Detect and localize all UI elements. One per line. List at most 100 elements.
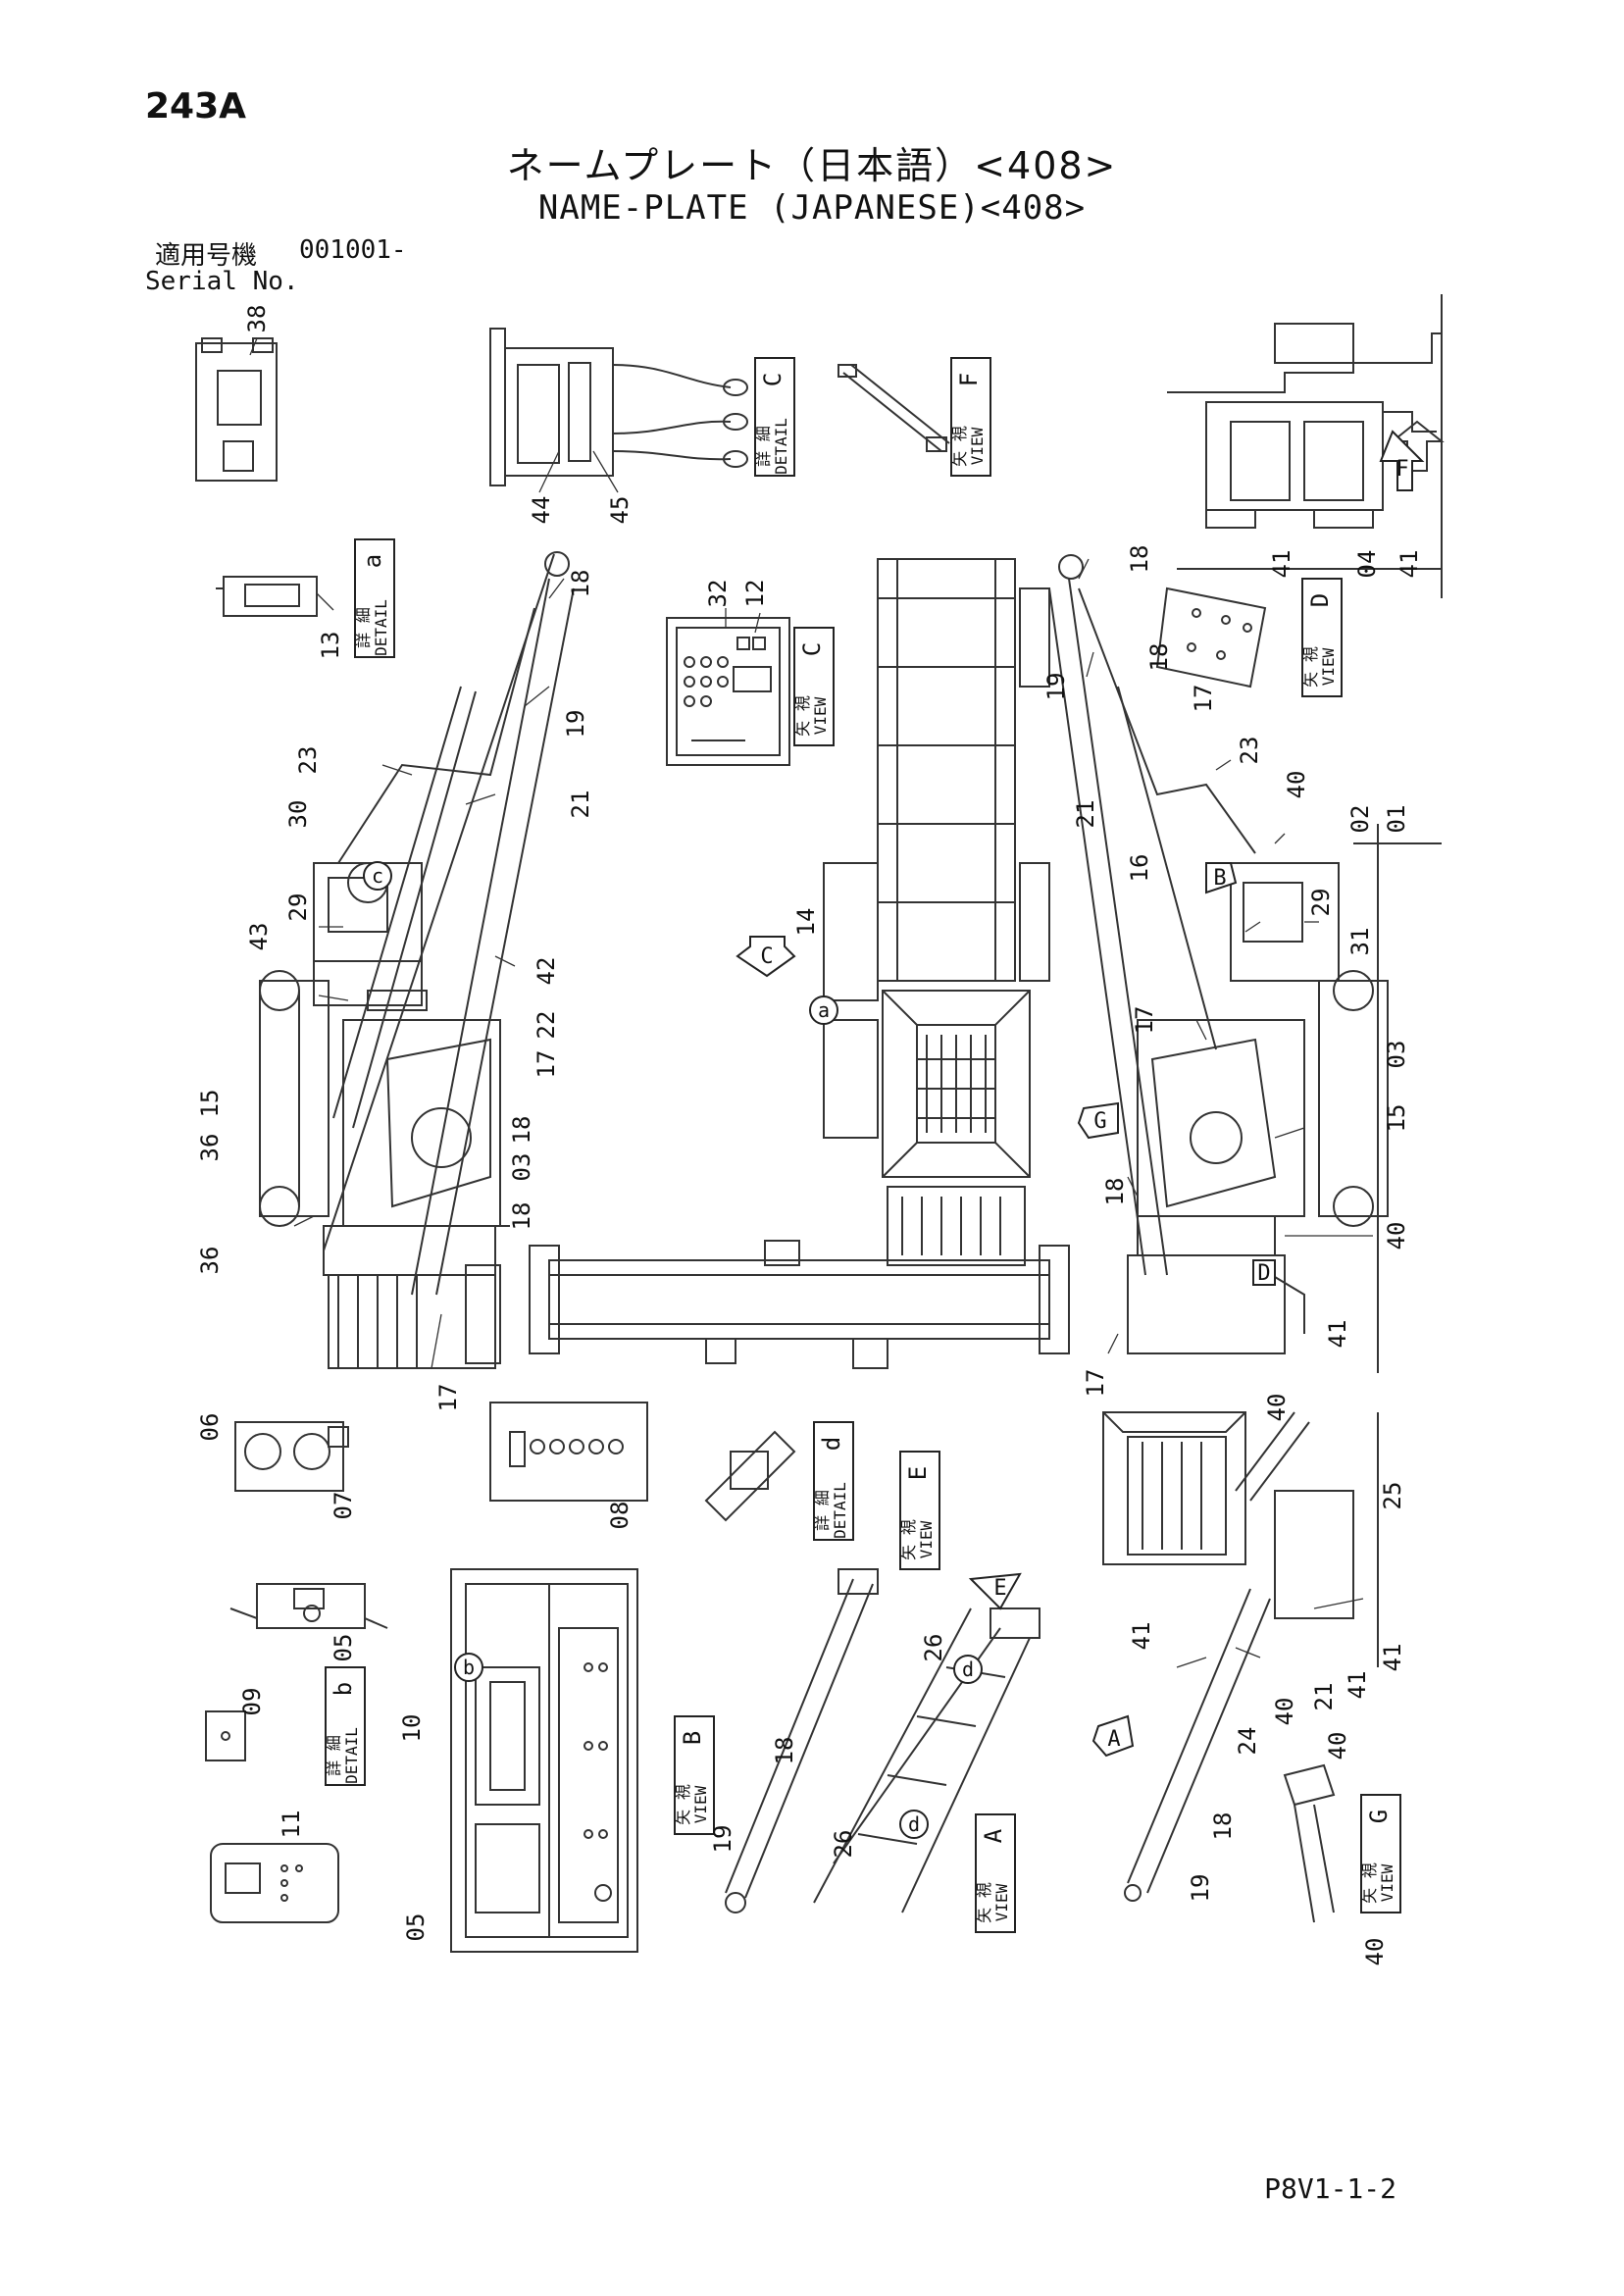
callout-40-c: 40 <box>1263 1394 1291 1422</box>
callout-23-b: 23 <box>1236 737 1263 765</box>
view-box-f <box>950 357 991 477</box>
callout-40-e: 40 <box>1324 1732 1351 1760</box>
callout-18-a: 18 <box>567 570 594 598</box>
svg-text:VIEW: VIEW <box>1319 647 1338 686</box>
view-arrow-f-label: F <box>1396 457 1408 482</box>
view-box-b <box>674 1715 715 1835</box>
serial-value: 001001- <box>299 235 407 265</box>
callout-25: 25 <box>1379 1482 1406 1510</box>
svg-text:VIEW: VIEW <box>1378 1863 1396 1902</box>
view-b-conveyor <box>725 1568 879 1913</box>
callout-15-b: 15 <box>1383 1104 1410 1133</box>
callout-21-a: 21 <box>567 791 594 819</box>
svg-text:d: d <box>818 1437 845 1451</box>
view-d-parts <box>1155 587 1267 689</box>
callout-18-h: 18 <box>1209 1812 1237 1841</box>
callout-01: 01 <box>1383 805 1410 834</box>
callout-18-d: 18 <box>1126 545 1153 574</box>
callout-26-b: 26 <box>830 1830 857 1859</box>
svg-text:E: E <box>904 1466 932 1480</box>
callout-23-a: 23 <box>294 746 322 775</box>
callout-24: 24 <box>1234 1727 1261 1756</box>
callout-41-f: 41 <box>1128 1622 1155 1651</box>
svg-text:C: C <box>759 373 787 386</box>
callout-17-b: 17 <box>434 1384 462 1412</box>
view-arrow-g-label: G <box>1093 1109 1106 1134</box>
svg-text:DETAIL: DETAIL <box>772 418 790 475</box>
detail-circle-c <box>363 861 392 891</box>
view-arrow-e-label: E <box>993 1576 1006 1601</box>
callout-03-b: 03 <box>1383 1041 1410 1069</box>
view-box-e <box>899 1451 940 1570</box>
leader-lines <box>249 337 1373 1668</box>
detail-box-d-text: 詳 細 DETAIL d <box>813 1437 849 1539</box>
view-arrow-g <box>1077 1101 1119 1140</box>
callout-40-d: 40 <box>1271 1698 1298 1726</box>
callout-10: 10 <box>398 1714 426 1743</box>
svg-text:VIEW: VIEW <box>811 696 830 735</box>
svg-text:DETAIL: DETAIL <box>342 1727 361 1784</box>
view-arrow-d <box>1252 1259 1276 1286</box>
callout-22: 22 <box>533 1011 560 1040</box>
left-machine <box>259 551 575 1369</box>
callout-32: 32 <box>704 580 732 608</box>
callout-14: 14 <box>792 908 820 937</box>
callout-40-f: 40 <box>1361 1938 1389 1966</box>
view-arrow-f <box>1379 430 1425 491</box>
view-box-g <box>1360 1794 1401 1913</box>
detail-box-a <box>354 538 395 658</box>
callout-07: 07 <box>330 1492 357 1520</box>
view-box-c <box>793 627 835 746</box>
callout-29-a: 29 <box>284 893 312 922</box>
callout-05-a: 05 <box>330 1634 357 1662</box>
serial-label-japanese: 適用号機 <box>155 241 258 271</box>
view-box-b-text: 矢 視 VIEW B <box>674 1731 710 1825</box>
detail-box-b <box>325 1666 366 1786</box>
view-arrow-b <box>1205 862 1238 894</box>
svg-text:DETAIL: DETAIL <box>372 599 390 656</box>
detail-circle-a-label: a <box>818 998 830 1022</box>
callout-41-d: 41 <box>1379 1644 1406 1672</box>
svg-text:VIEW: VIEW <box>691 1785 710 1823</box>
part-06-07 <box>234 1421 349 1492</box>
callout-11: 11 <box>278 1811 305 1839</box>
svg-text:a: a <box>359 554 386 568</box>
callout-41-b: 41 <box>1396 550 1423 579</box>
part-38-plate <box>195 337 278 482</box>
view-box-f-text: 矢 視 VIEW F <box>950 373 987 467</box>
svg-text:詳 細: 詳 細 <box>754 426 773 467</box>
machine-top-right <box>1167 294 1445 598</box>
callout-19-d: 19 <box>1187 1874 1214 1903</box>
view-arrow-e <box>968 1572 1022 1610</box>
callout-17-a: 17 <box>533 1050 560 1079</box>
svg-text:詳 細: 詳 細 <box>813 1490 832 1531</box>
callout-15-a: 15 <box>196 1090 224 1118</box>
view-arrow-d-label: D <box>1257 1261 1270 1286</box>
svg-text:B: B <box>679 1731 706 1745</box>
view-box-d <box>1301 578 1343 697</box>
callout-12: 12 <box>741 580 769 608</box>
svg-text:矢 視: 矢 視 <box>1360 1862 1379 1904</box>
callout-19-c: 19 <box>709 1825 736 1854</box>
detail-box-c-text: 詳 細 DETAIL C <box>754 373 790 475</box>
callout-19-b: 19 <box>1042 673 1070 701</box>
svg-text:b: b <box>330 1682 357 1696</box>
callout-41-c: 41 <box>1324 1320 1351 1349</box>
callout-06: 06 <box>196 1413 224 1442</box>
svg-text:矢 視: 矢 視 <box>793 695 812 737</box>
detail-d-part <box>704 1430 796 1522</box>
callout-36-b: 36 <box>196 1247 224 1275</box>
callout-03-a: 03 <box>508 1153 535 1182</box>
detail-c-panel <box>489 328 748 486</box>
svg-text:詳 細: 詳 細 <box>354 607 373 648</box>
detail-box-c <box>754 357 795 477</box>
svg-text:VIEW: VIEW <box>917 1520 936 1558</box>
callout-18-b: 18 <box>508 1116 535 1145</box>
svg-text:A: A <box>980 1828 1007 1843</box>
callout-45: 45 <box>606 496 634 525</box>
center-conveyor <box>823 558 1050 1266</box>
callout-18-e: 18 <box>1145 643 1173 672</box>
callout-13: 13 <box>317 632 344 660</box>
view-box-g-text: 矢 視 VIEW G <box>1360 1810 1396 1904</box>
